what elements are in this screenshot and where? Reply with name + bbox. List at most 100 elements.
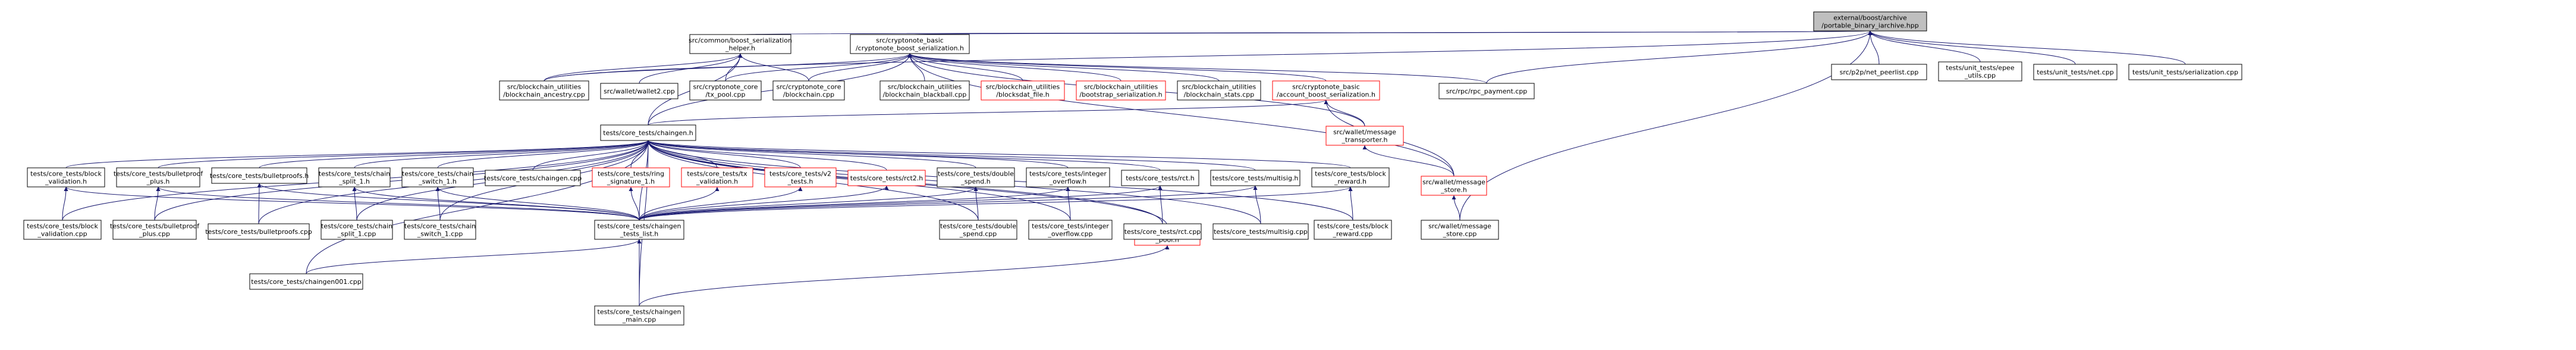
node-bootstrap_ser[interactable]: src/blockchain_utilities/bootstrap_seria… xyxy=(1076,80,1166,101)
node-label-line: src/blockchain_utilities xyxy=(1182,83,1256,91)
node-chain_switch_cpp[interactable]: tests/core_tests/chain_switch_1.cpp xyxy=(404,220,476,240)
node-box xyxy=(850,34,970,54)
node-box xyxy=(321,220,393,240)
node-chaingen_cpp[interactable]: tests/core_tests/chaingen.cpp xyxy=(484,170,582,186)
node-box xyxy=(1123,223,1202,240)
node-label-line: tests/core_tests/bulletproof xyxy=(114,170,203,178)
node-label-line: /blockchain_ancestry.cpp xyxy=(503,91,585,99)
node-label-line: tests/core_tests/double xyxy=(938,170,1014,178)
node-label-line: /blockchain_stats.cpp xyxy=(1184,91,1255,99)
edge-boost_ser_helper-to-blockchain_cpp xyxy=(738,53,809,82)
node-label-line: _reward.cpp xyxy=(1332,230,1372,238)
edge-line xyxy=(1362,145,1455,177)
node-bulletproofs_cpp[interactable]: tests/core_tests/bulletproofs.cpp xyxy=(205,223,312,240)
node-box xyxy=(1938,61,2022,82)
edge-line xyxy=(435,186,640,221)
node-block_validation_cpp[interactable]: tests/core_tests/block_validation.cpp xyxy=(23,220,102,240)
node-label-line: tests/core_tests/multisig.cpp xyxy=(1214,228,1308,236)
edge-chain_switch_h-to-chaingen_tests_list xyxy=(435,186,640,221)
node-box xyxy=(27,167,105,188)
edge-chaingen_tests_list-to-chaingen001 xyxy=(306,239,642,274)
node-bp_plus_h[interactable]: tests/core_tests/bulletproof_plus.h xyxy=(114,167,203,188)
node-multisig_cpp[interactable]: tests/core_tests/multisig.cpp xyxy=(1212,223,1309,240)
node-msg_store_h[interactable]: src/wallet/message_store.h xyxy=(1421,176,1487,196)
node-bc_ancestry[interactable]: src/blockchain_utilities/blockchain_ance… xyxy=(499,80,589,101)
node-box xyxy=(1272,80,1380,101)
node-box xyxy=(1325,126,1404,146)
node-boost_ser_helper[interactable]: src/common/boost_serialization_helper.h xyxy=(689,34,792,54)
edge-line xyxy=(639,186,1070,221)
node-rct2_h[interactable]: tests/core_tests/rct2.h xyxy=(847,170,926,186)
edge-chaingen_h-to-chaingen001 xyxy=(306,140,651,274)
node-chaingen_h[interactable]: tests/core_tests/chaingen.h xyxy=(600,124,696,141)
edge-line xyxy=(1486,30,1873,84)
edge-root-to-ut_epee xyxy=(1868,30,1981,62)
node-blockchain_cpp[interactable]: src/cryptonote_core/blockchain.cpp xyxy=(772,80,845,101)
node-label-line: _store.h xyxy=(1440,186,1467,194)
edge-block_reward_h-to-chaingen_tests_list xyxy=(639,186,1353,221)
node-chain_switch_h[interactable]: tests/core_tests/chain_switch_1.h xyxy=(401,167,474,188)
node-rct_cpp[interactable]: tests/core_tests/rct.cpp xyxy=(1123,223,1202,240)
node-double_spend_h[interactable]: tests/core_tests/double_spend.h xyxy=(937,167,1015,188)
node-bp_plus_cpp[interactable]: tests/core_tests/bulletproof_plus.cpp xyxy=(110,220,200,240)
node-chaingen_tests_list[interactable]: tests/core_tests/chaingen_tests_list.h xyxy=(594,220,684,240)
node-box xyxy=(318,167,391,188)
edge-cn_boost_ser-to-bc_stats xyxy=(907,53,1220,82)
node-tx_pool[interactable]: src/cryptonote_core/tx_pool.cpp xyxy=(689,80,762,101)
node-box xyxy=(600,83,678,99)
edge-chaingen_h-to-bp_plus_h xyxy=(158,140,651,168)
node-cn_boost_ser[interactable]: src/cryptonote_basic/cryptonote_boost_se… xyxy=(850,34,970,54)
node-tx_validation_h[interactable]: tests/core_tests/tx_validation.h xyxy=(681,167,753,188)
node-int_overflow_cpp[interactable]: tests/core_tests/integer_overflow.cpp xyxy=(1028,220,1113,240)
node-chaingen_main[interactable]: tests/core_tests/chaingen_main.cpp xyxy=(594,305,684,326)
edge-root-to-msg_store_cpp xyxy=(1459,30,1873,221)
edge-bulletproofs_h-to-chaingen_tests_list xyxy=(257,183,640,221)
edge-line xyxy=(639,185,1163,221)
node-rpc_payment[interactable]: src/rpc/rpc_payment.cpp xyxy=(1438,83,1535,99)
node-box xyxy=(600,124,696,141)
edge-line xyxy=(639,186,1353,221)
node-box xyxy=(764,167,837,188)
edge-line xyxy=(648,99,1328,126)
node-acct_boost_ser[interactable]: src/cryptonote_basic/account_boost_seria… xyxy=(1272,80,1380,101)
node-ring_sig_h[interactable]: tests/core_tests/ring_signature_1.h xyxy=(592,167,670,188)
node-bulletproofs_h[interactable]: tests/core_tests/bulletproofs.h xyxy=(210,167,309,184)
node-chain_split_h[interactable]: tests/core_tests/chain_split_1.h xyxy=(318,167,391,188)
edge-chaingen_h-to-double_spend_h xyxy=(646,140,976,168)
node-blocksdat[interactable]: src/blockchain_utilities/blocksdat_file.… xyxy=(981,80,1065,101)
node-ut_net[interactable]: tests/unit_tests/net.cpp xyxy=(2033,64,2118,80)
node-block_reward_cpp[interactable]: tests/core_tests/block_reward.cpp xyxy=(1314,220,1392,240)
node-v2_tests_h[interactable]: tests/core_tests/v2_tests.h xyxy=(764,167,837,188)
node-bc_blackball[interactable]: src/blockchain_utilities/blockchain_blac… xyxy=(879,80,970,101)
node-label-line: tests/core_tests/chain xyxy=(404,223,476,230)
node-label-line: tests/core_tests/chain xyxy=(319,170,390,178)
node-box xyxy=(1026,167,1110,188)
node-msg_transporter[interactable]: src/wallet/message_transporter.h xyxy=(1325,126,1404,146)
node-box xyxy=(879,80,970,101)
node-block_reward_h[interactable]: tests/core_tests/block_reward.h xyxy=(1311,167,1390,188)
node-ut_ser[interactable]: tests/unit_tests/serialization.cpp xyxy=(2128,64,2242,80)
edge-v2_tests_h-to-chaingen_tests_list xyxy=(639,186,803,221)
node-bc_stats[interactable]: src/blockchain_utilities/blockchain_stat… xyxy=(1177,80,1261,101)
node-ut_epee[interactable]: tests/unit_tests/epee_utils.cpp xyxy=(1938,61,2022,82)
edge-line xyxy=(646,140,1256,171)
node-int_overflow_h[interactable]: tests/core_tests/integer_overflow.h xyxy=(1026,167,1110,188)
node-net_peerlist[interactable]: src/p2p/net_peerlist.cpp xyxy=(1831,64,1927,80)
node-label-line: tests/core_tests/rct2.h xyxy=(850,174,923,182)
node-label-line: _plus.cpp xyxy=(139,230,170,238)
node-rct_h[interactable]: tests/core_tests/rct.h xyxy=(1121,170,1199,186)
node-label-line: tests/core_tests/block xyxy=(27,223,98,230)
node-msg_store_cpp[interactable]: src/wallet/message_store.cpp xyxy=(1421,220,1499,240)
node-label-line: src/blockchain_utilities xyxy=(1084,83,1158,91)
node-multisig_h[interactable]: tests/core_tests/multisig.h xyxy=(1210,170,1300,186)
node-wallet2[interactable]: src/wallet/wallet2.cpp xyxy=(600,83,678,99)
edge-line xyxy=(639,245,1170,307)
node-block_validation_h[interactable]: tests/core_tests/block_validation.h xyxy=(27,167,105,188)
edge-rct_h-to-rct_cpp xyxy=(1158,185,1163,224)
edge-boost_ser_helper-to-bc_ancestry xyxy=(544,53,743,82)
node-chaingen001[interactable]: tests/core_tests/chaingen001.cpp xyxy=(249,273,363,290)
edge-chaingen_h-to-chain_split_h xyxy=(354,140,651,168)
node-root[interactable]: external/boost/archive/portable_binary_i… xyxy=(1813,11,1927,32)
node-chain_split_cpp[interactable]: tests/core_tests/chain_split_1.cpp xyxy=(321,220,393,240)
node-double_spend_cpp[interactable]: tests/core_tests/double_spend.cpp xyxy=(939,220,1017,240)
